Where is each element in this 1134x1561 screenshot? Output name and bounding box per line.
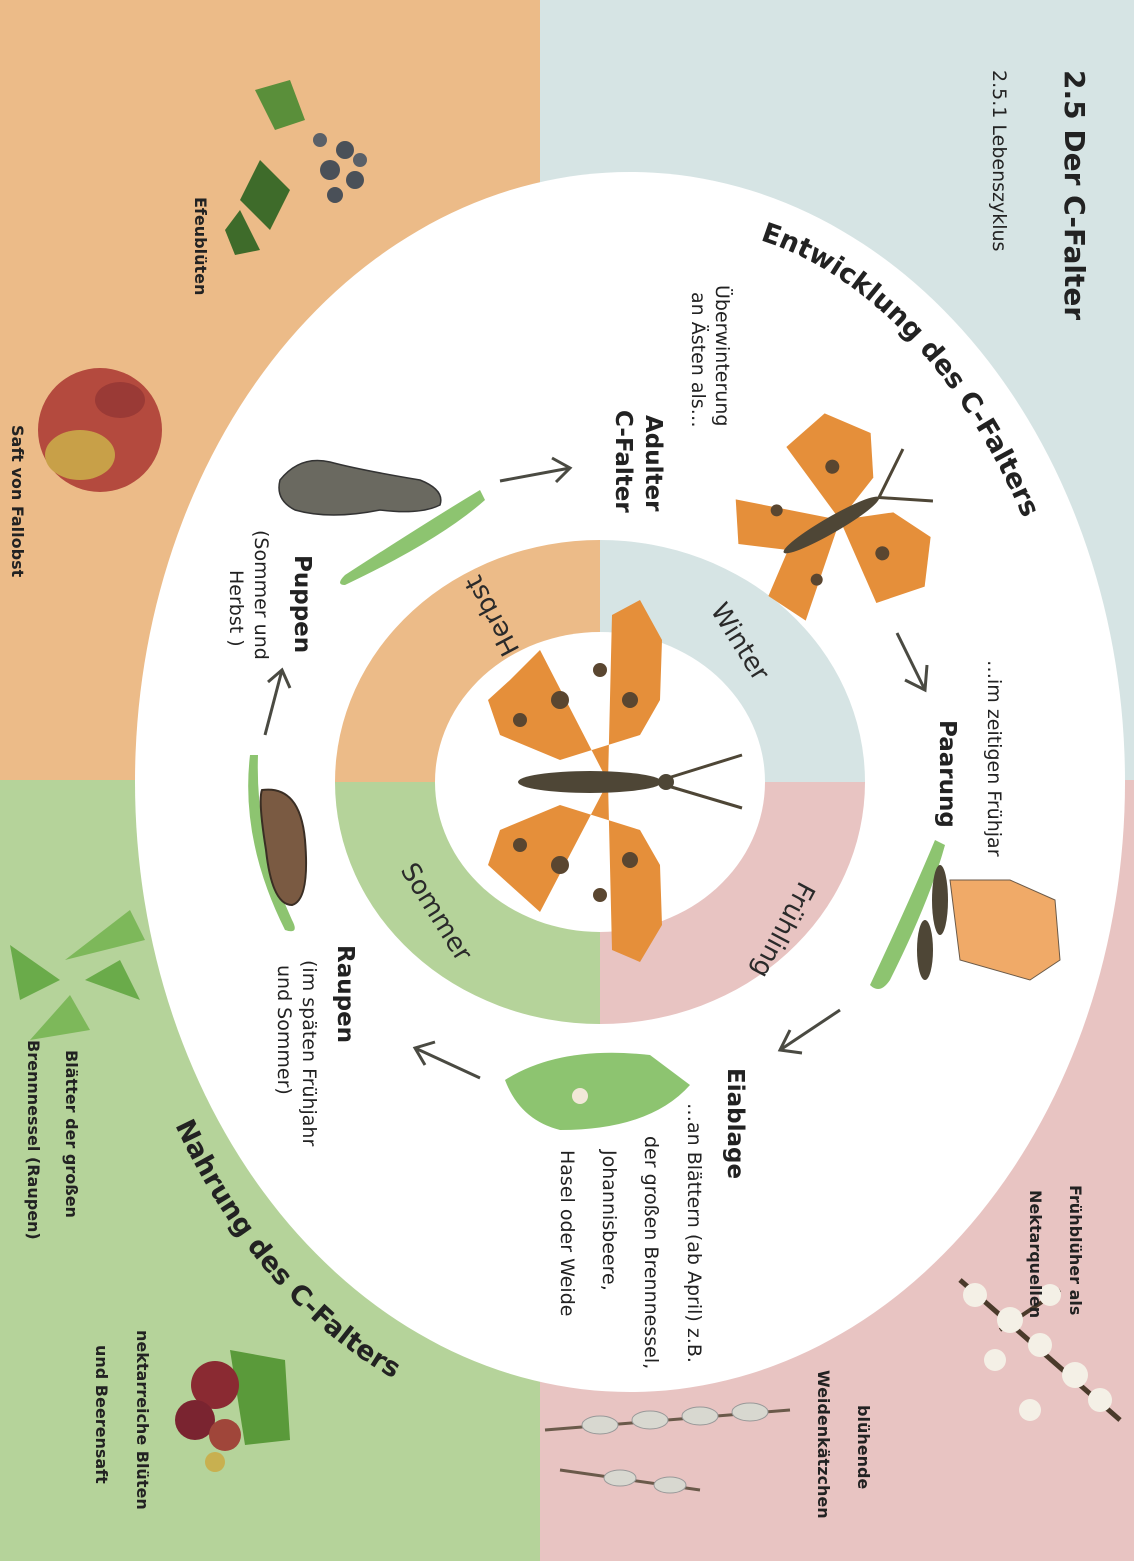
ivy-label: Efeublüten [191,197,210,295]
willow-label-line2: Weidenkätzchen [814,1370,833,1519]
adult-title-line1: Adulter [640,415,666,512]
egg-line4: Hasel oder Weide [556,1150,578,1316]
adult-title-line2: C-Falter [610,410,636,513]
willow-label-line1: blühende [854,1405,873,1489]
page-title: 2.5 Der C-Falter [1058,70,1091,320]
nettle-label-line2: Brennnessel (Raupen) [24,1040,43,1240]
adult-pre-line2: an Ästen als… [687,292,710,428]
egg-line1: …an Blättern (ab April) z.B. [683,1103,705,1363]
egg-icon [572,1088,588,1104]
blossom-label-line2: Nektarquellen [1026,1190,1045,1318]
caterpillar-line1: (im späten Frühjahr [298,960,320,1146]
mating-title: Paarung [934,720,960,828]
pupa-line2: Herbst ) [225,570,247,647]
adult-pre-line1: Überwinterung [711,285,734,426]
pupa-line1: (Sommer und [250,530,272,660]
egg-line2: der großen Brennnessel, [640,1136,662,1369]
caterpillar-title: Raupen [332,945,358,1043]
berries-label-line1: nektarreiche Blüten [133,1330,152,1510]
page-subtitle: 2.5.1 Lebenszyklus [988,70,1010,251]
egg-title: Eiablage [722,1068,748,1179]
blossom-label-line1: Frühblüher als [1066,1185,1085,1315]
pupa-title: Puppen [289,555,315,653]
caterpillar-line2: und Sommer) [273,965,295,1095]
nettle-label-line1: Blätter der großen [62,1050,81,1218]
berries-label-line2: und Beerensaft [92,1345,111,1484]
egg-line3: Johannisbeere, [598,1149,620,1291]
fruit-label: Saft von Fallobst [8,425,27,578]
apple-icon [38,368,162,492]
mating-pre-text: …im zeitigen Frühjar [983,660,1005,857]
